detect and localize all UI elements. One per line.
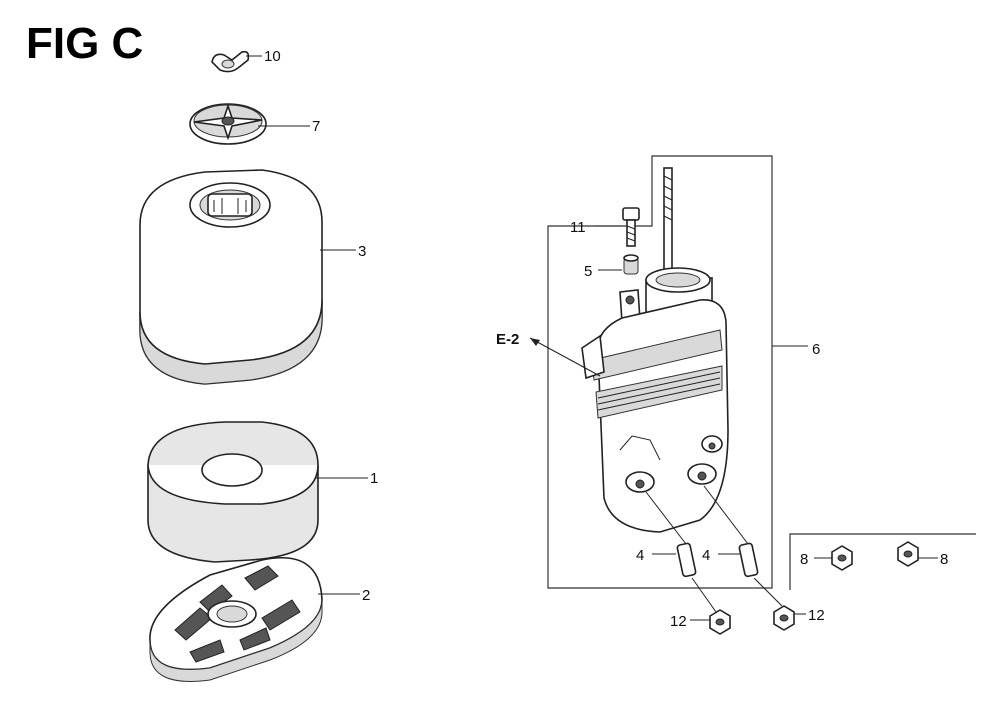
leader-nut-axis-left	[691, 577, 717, 613]
callout-11: 11	[570, 219, 586, 236]
leader-stud-axis-left	[645, 491, 687, 545]
part-6-bracket	[547, 155, 773, 589]
cover-washer-part	[189, 103, 267, 145]
callout-7: 7	[312, 118, 320, 135]
callout-5: 5	[584, 263, 592, 280]
callout-e2: E-2	[496, 331, 519, 348]
callout-4b: 4	[702, 547, 710, 564]
element-base-part	[149, 556, 323, 682]
callout-12b: 12	[808, 607, 825, 624]
leader-e2	[529, 337, 601, 377]
part-8-bracket	[789, 533, 976, 590]
nut-8-left-part	[831, 545, 853, 571]
callout-10: 10	[264, 48, 281, 65]
callout-8b: 8	[940, 551, 948, 568]
callout-3: 3	[358, 243, 366, 260]
nut-12-left-part	[709, 609, 731, 635]
bolt-part	[622, 207, 640, 247]
callout-1: 1	[370, 470, 378, 487]
foam-element-part	[147, 421, 319, 563]
stud-right-part	[738, 542, 759, 578]
leader-stud-axis-right	[703, 485, 749, 545]
e2-arrow	[530, 338, 540, 346]
nut-12-right-part	[773, 605, 795, 631]
callout-12a: 12	[670, 613, 687, 630]
nut-8-right-part	[897, 541, 919, 567]
figure-title: FIG C	[26, 19, 144, 68]
air-cleaner-cover-part	[139, 169, 323, 385]
callout-6: 6	[812, 341, 820, 358]
stud-rod	[663, 167, 673, 281]
wing-nut-part	[211, 50, 250, 73]
callout-4a: 4	[636, 547, 644, 564]
callout-8a: 8	[800, 551, 808, 568]
air-cleaner-case-part	[581, 267, 729, 533]
callout-2: 2	[362, 587, 370, 604]
stud-left-part	[676, 542, 697, 578]
leader-nut-axis-right	[753, 577, 783, 607]
collar-part	[623, 254, 639, 275]
